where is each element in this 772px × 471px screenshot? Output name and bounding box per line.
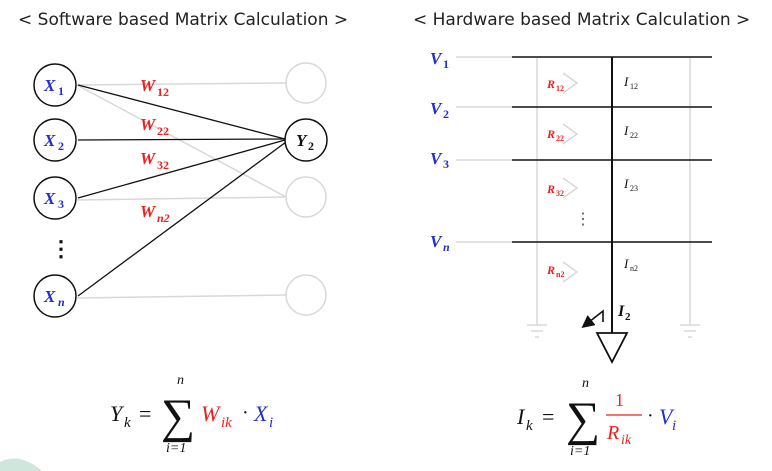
i2-subscript: 2 (625, 311, 631, 323)
v3-symbol: V (430, 149, 443, 168)
x1-subscript: 1 (58, 84, 64, 98)
hardware-sum-upper: n (582, 376, 589, 391)
hardware-formula: I k = ∑ n i=1 1 R ik · V i (516, 376, 676, 459)
x2-subscript: 2 (58, 139, 64, 153)
vi-subscript: i (672, 418, 676, 434)
corner-decoration (0, 458, 42, 471)
x3-subscript: 3 (58, 197, 64, 211)
v2-subscript: 2 (443, 107, 449, 121)
rik-symbol: R (606, 422, 619, 444)
w32-subscript: 32 (157, 158, 169, 172)
xn-symbol: X (43, 287, 56, 306)
weight-connections (77, 84, 287, 297)
wik-subscript: ik (221, 415, 232, 431)
vn-subscript: n (443, 240, 450, 254)
vi-symbol: V (659, 404, 675, 429)
voltage-labels: V 1 V 2 V 3 V n (430, 49, 450, 254)
input-node-x3: X 3 (33, 176, 77, 220)
w32-symbol: W (140, 149, 157, 168)
ground-symbol (595, 332, 629, 364)
i12-subscript: 12 (630, 82, 638, 91)
yk-subscript: k (124, 415, 131, 431)
software-formula: Y k = ∑ n i=1 W ik · X i (110, 373, 273, 456)
weight-labels: W 12 W 22 W 32 W n2 (140, 76, 170, 225)
x1-symbol: X (43, 76, 56, 95)
x3-symbol: X (43, 189, 56, 208)
current-labels: I 12 I 22 I 23 I n2 (623, 74, 638, 273)
r12-symbol: R (546, 77, 555, 91)
fraction-numerator: 1 (615, 390, 624, 410)
x2-symbol: X (43, 131, 56, 150)
yk-symbol: Y (110, 401, 125, 426)
hardware-sigma: ∑ (566, 393, 600, 446)
hardware-equals: = (542, 404, 554, 429)
software-sum-lower: i=1 (166, 441, 186, 456)
output-current-label: I 2 (617, 303, 631, 323)
r22-subscript: 22 (556, 134, 564, 143)
software-dot: · (242, 402, 249, 424)
i22-symbol: I (623, 123, 629, 138)
i23-subscript: 23 (630, 184, 638, 193)
software-equals: = (139, 401, 151, 426)
w22-subscript: 22 (157, 124, 169, 138)
y2-subscript: 2 (308, 139, 314, 153)
input-ellipsis: ⋮ (50, 236, 72, 261)
r22-symbol: R (546, 127, 555, 141)
input-node-x1: X 1 (33, 63, 77, 107)
wn2-symbol: W (140, 202, 157, 221)
vn-symbol: V (430, 232, 443, 251)
ik-subscript: k (526, 418, 533, 434)
in2-symbol: I (623, 256, 629, 271)
current-arrow (581, 309, 604, 328)
rn2-symbol: R (546, 263, 555, 277)
ik-symbol: I (516, 404, 526, 429)
xi-symbol: X (253, 401, 269, 426)
resistor-ellipsis: ⋮ (575, 211, 591, 228)
wik-symbol: W (201, 401, 221, 426)
faded-crossbar-columns (527, 58, 700, 338)
y2-symbol: Y (296, 131, 308, 150)
in2-subscript: n2 (630, 264, 638, 273)
input-node-x2: X 2 (33, 118, 77, 162)
rn2-subscript: n2 (556, 270, 564, 279)
software-sigma: ∑ (161, 390, 195, 443)
input-node-xn: X n (33, 274, 77, 318)
w12-subscript: 12 (157, 85, 169, 99)
resistor-labels: R 12 R 22 R 32 R n2 (546, 77, 564, 279)
r32-subscript: 32 (556, 189, 564, 198)
r12-subscript: 12 (556, 84, 564, 93)
hardware-sum-lower: i=1 (570, 444, 590, 459)
v1-subscript: 1 (443, 57, 449, 71)
w12-symbol: W (140, 76, 157, 95)
v3-subscript: 3 (443, 157, 449, 171)
output-node-y2: Y 2 (284, 118, 328, 162)
software-section-title: < Software based Matrix Calculation > (18, 10, 349, 30)
wn2-subscript: n2 (157, 211, 170, 225)
xi-subscript: i (269, 415, 273, 431)
hardware-section-title: < Hardware based Matrix Calculation > (413, 10, 751, 30)
software-sum-upper: n (177, 373, 184, 388)
hardware-dot: · (647, 405, 654, 427)
r32-symbol: R (546, 182, 555, 196)
i12-symbol: I (623, 74, 629, 89)
v1-symbol: V (430, 49, 443, 68)
i2-symbol: I (617, 303, 625, 320)
xn-subscript: n (58, 295, 65, 309)
i23-symbol: I (623, 176, 629, 191)
w22-symbol: W (140, 115, 157, 134)
i22-subscript: 22 (630, 131, 638, 140)
v2-symbol: V (430, 99, 443, 118)
rik-subscript: ik (621, 433, 632, 448)
faded-background-nodes (76, 62, 327, 316)
